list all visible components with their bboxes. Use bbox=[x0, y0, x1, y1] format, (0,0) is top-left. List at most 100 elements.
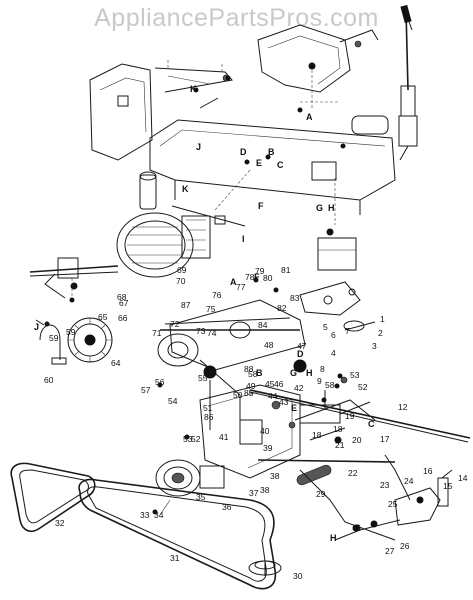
fan-pulley bbox=[35, 317, 113, 365]
ref-letter: C bbox=[368, 419, 375, 429]
shift-lever bbox=[398, 4, 418, 161]
part-number: 70 bbox=[176, 276, 186, 286]
pulley-30 bbox=[248, 560, 282, 576]
ref-letter: A bbox=[230, 277, 237, 287]
part-number: 86 bbox=[204, 412, 214, 422]
ref-letter: F bbox=[258, 201, 264, 211]
part-number: 24 bbox=[404, 476, 414, 486]
part-number: 8 bbox=[320, 364, 325, 374]
part-number: 79 bbox=[255, 266, 265, 276]
part-number: 84 bbox=[258, 320, 268, 330]
part-number: 40 bbox=[260, 426, 270, 436]
part-number: 18 bbox=[333, 424, 343, 434]
part-number: 55 bbox=[198, 373, 208, 383]
ref-letter: I bbox=[242, 234, 245, 244]
part-number: 56 bbox=[155, 377, 165, 387]
ref-letter: D bbox=[240, 147, 247, 157]
part-number: 15 bbox=[443, 481, 453, 491]
part-number: 21 bbox=[335, 440, 345, 450]
handle-grip bbox=[296, 464, 332, 486]
shift-linkage bbox=[249, 228, 471, 444]
ref-letter: K bbox=[182, 184, 189, 194]
drive-belt-32 bbox=[10, 462, 96, 532]
part-number: 59 bbox=[49, 333, 59, 343]
part-number: 53 bbox=[183, 434, 193, 444]
part-number: 64 bbox=[111, 358, 121, 368]
part-number: 83 bbox=[290, 293, 300, 303]
part-number: 20 bbox=[352, 435, 362, 445]
part-number: 85 bbox=[244, 388, 254, 398]
ref-letter: E bbox=[256, 158, 262, 168]
part-number: 53 bbox=[350, 370, 360, 380]
part-number: 41 bbox=[219, 432, 229, 442]
main-frame bbox=[149, 115, 396, 225]
part-number: 23 bbox=[380, 480, 390, 490]
ref-letter: G bbox=[290, 368, 297, 378]
part-number: 7 bbox=[345, 326, 350, 336]
part-number: 27 bbox=[385, 546, 395, 556]
part-number: 72 bbox=[170, 319, 180, 329]
ref-letter: F bbox=[254, 272, 260, 282]
part-number: 31 bbox=[170, 553, 180, 563]
part-number: 16 bbox=[423, 466, 433, 476]
part-number: 25 bbox=[388, 499, 398, 509]
ref-letter: G bbox=[354, 523, 361, 533]
part-number: 42 bbox=[294, 383, 304, 393]
ref-letter: H bbox=[306, 368, 313, 378]
part-number: 52 bbox=[358, 382, 368, 392]
part-number: 6 bbox=[331, 330, 336, 340]
part-number: 76 bbox=[212, 290, 222, 300]
part-number: 47 bbox=[297, 341, 307, 351]
ref-letter: H bbox=[330, 533, 337, 543]
part-number: 48 bbox=[264, 340, 274, 350]
part-number: 37 bbox=[249, 488, 259, 498]
drive-belt-31 bbox=[78, 478, 277, 590]
part-number: 67 bbox=[119, 298, 129, 308]
part-number: 88 bbox=[244, 364, 254, 374]
ref-letter: C bbox=[277, 160, 284, 170]
part-number: 4 bbox=[331, 348, 336, 358]
ref-letter: J bbox=[34, 322, 39, 332]
part-number: 52 bbox=[191, 434, 201, 444]
part-number: 38 bbox=[260, 485, 270, 495]
part-number: 44 bbox=[268, 391, 278, 401]
part-number: 9 bbox=[317, 376, 322, 386]
part-number: 73 bbox=[196, 326, 206, 336]
part-number: 12 bbox=[398, 402, 408, 412]
part-number: 59 bbox=[66, 327, 76, 337]
part-number: 22 bbox=[348, 468, 358, 478]
part-number: 46 bbox=[274, 379, 284, 389]
ref-letter: B bbox=[268, 147, 275, 157]
part-number: 30 bbox=[293, 571, 303, 581]
electric-motor bbox=[29, 171, 246, 300]
part-number: 77 bbox=[236, 282, 246, 292]
part-number: 14 bbox=[458, 473, 468, 483]
part-number: 32 bbox=[55, 518, 65, 528]
part-number: 69 bbox=[177, 265, 187, 275]
ref-letter: G bbox=[316, 203, 323, 213]
part-number: 45 bbox=[265, 379, 275, 389]
part-number: 17 bbox=[380, 434, 390, 444]
ref-letter: D bbox=[297, 349, 304, 359]
part-number: 65 bbox=[98, 312, 108, 322]
transmission-bracket bbox=[199, 384, 371, 479]
part-number: 36 bbox=[222, 502, 232, 512]
part-number: 58 bbox=[248, 369, 258, 379]
reference-letters: K K A J D B E C F G H I A F G H E B D C … bbox=[34, 84, 375, 543]
ref-letter: E bbox=[291, 403, 297, 413]
part-number: 58 bbox=[325, 380, 335, 390]
fasteners bbox=[44, 75, 343, 515]
ref-letter: B bbox=[256, 368, 263, 378]
part-number: 82 bbox=[277, 303, 287, 313]
part-number: 50 bbox=[233, 390, 243, 400]
part-number: 60 bbox=[44, 375, 54, 385]
part-number: 3 bbox=[372, 341, 377, 351]
part-number: 19 bbox=[345, 411, 355, 421]
ref-letter: K bbox=[190, 84, 197, 94]
part-number: 51 bbox=[203, 403, 213, 413]
part-number: 26 bbox=[400, 541, 410, 551]
part-number: 1 bbox=[380, 314, 385, 324]
part-number-callouts: 1 2 3 4 5 6 7 8 9 12 14 15 16 17 18 18 1… bbox=[44, 265, 468, 581]
watermark: AppliancePartsPros.com bbox=[94, 4, 379, 32]
